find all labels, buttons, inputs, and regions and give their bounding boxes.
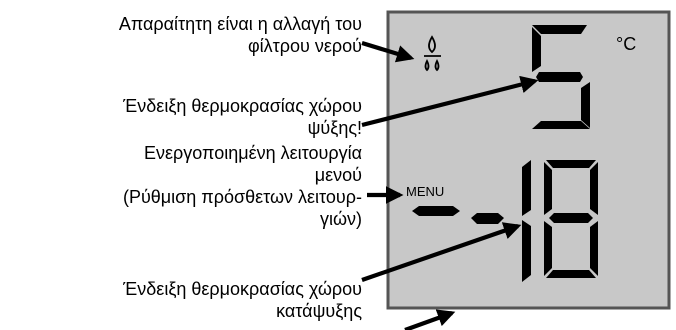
menu-label: MENU <box>406 184 444 199</box>
label-water-filter: Απαραίτητη είναι η αλλαγή του φίλτρου νε… <box>119 13 362 57</box>
fridge-temp-digit <box>532 25 590 129</box>
arrow-water-filter <box>361 40 415 63</box>
label-water-filter-line1: Απαραίτητη είναι η αλλαγή του <box>118 14 362 34</box>
freezer-temp-digit-1 <box>522 160 531 282</box>
arrow-bottom <box>404 309 456 330</box>
menu-indicator <box>412 206 460 216</box>
freezer-minus-sign <box>471 213 504 224</box>
label-fridge-temp: Ένδειξη θερμοκρασίας χώρου ψύξης! <box>123 95 362 139</box>
label-freezer-temp: Ένδειξη θερμοκρασίας χώρου κατάψυξης <box>123 278 362 322</box>
label-menu-active-line1: Ενεργοποιημένη λειτουργία <box>144 143 362 163</box>
label-fridge-temp-line1: Ένδειξη θερμοκρασίας χώρου <box>123 96 362 116</box>
label-menu-active-line3: (Ρύθμιση πρόσθετων λειτουρ- <box>122 187 362 207</box>
freezer-temp-digit-8 <box>544 160 598 278</box>
water-drop-icon <box>424 35 441 72</box>
label-freezer-temp-line2: κατάψυξης <box>276 301 362 321</box>
label-menu-active-line2: μενού <box>314 165 362 185</box>
label-menu-active: Ενεργοποιημένη λειτουργία μενού (Ρύθμιση… <box>123 142 362 230</box>
unit-label: °C <box>616 34 636 54</box>
label-freezer-temp-line1: Ένδειξη θερμοκρασίας χώρου <box>123 279 362 299</box>
label-fridge-temp-line2: ψύξης! <box>307 118 362 138</box>
label-water-filter-line2: φίλτρου νερού <box>248 36 362 56</box>
arrow-freezer-temp <box>361 222 522 282</box>
label-menu-active-line4: γιών) <box>319 209 362 229</box>
arrow-fridge-temp <box>361 75 539 128</box>
